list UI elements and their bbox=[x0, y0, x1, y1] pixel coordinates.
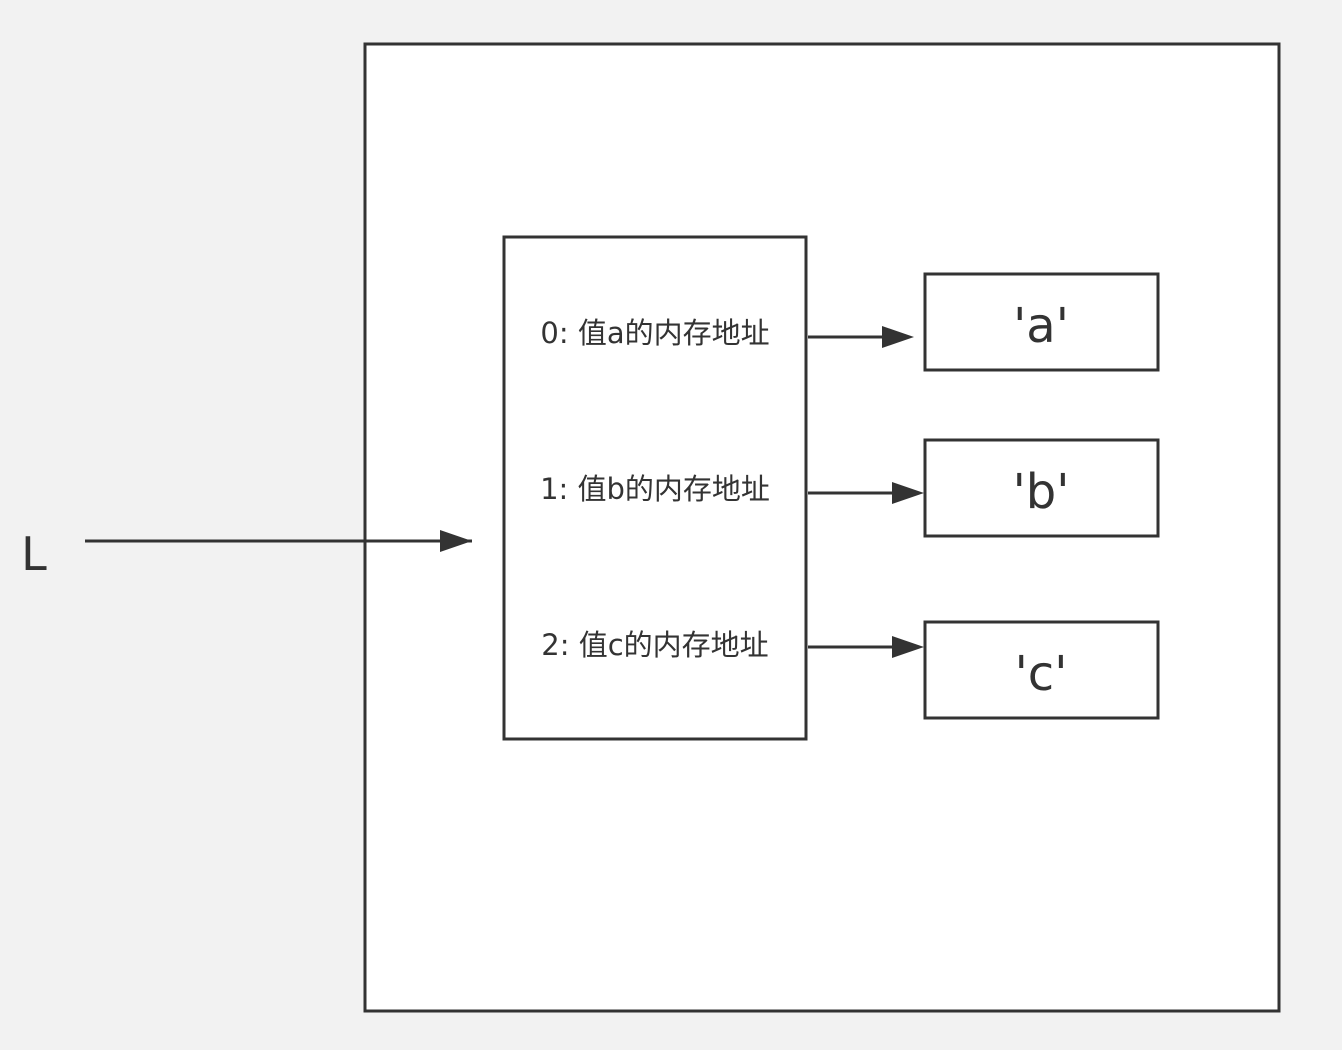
value-label-c: 'c' bbox=[1015, 646, 1068, 702]
pointer-arrowhead-b bbox=[892, 482, 924, 504]
variable-label: L bbox=[21, 527, 47, 581]
pointer-arrowhead-c bbox=[892, 636, 924, 658]
value-box-c bbox=[923, 620, 1160, 720]
pointer-arrowhead-a bbox=[882, 326, 914, 348]
list-entry-0: 0: 值a的内存地址 bbox=[540, 316, 769, 350]
list-entry-2: 2: 值c的内存地址 bbox=[541, 628, 768, 662]
value-box-a bbox=[923, 272, 1160, 372]
value-box-b bbox=[923, 438, 1160, 538]
variable-reference-arrowhead bbox=[440, 530, 472, 552]
list-entry-1: 1: 值b的内存地址 bbox=[540, 472, 770, 506]
value-label-a: 'a' bbox=[1013, 298, 1069, 354]
list-object-box bbox=[502, 235, 808, 741]
value-label-b: 'b' bbox=[1013, 464, 1070, 520]
